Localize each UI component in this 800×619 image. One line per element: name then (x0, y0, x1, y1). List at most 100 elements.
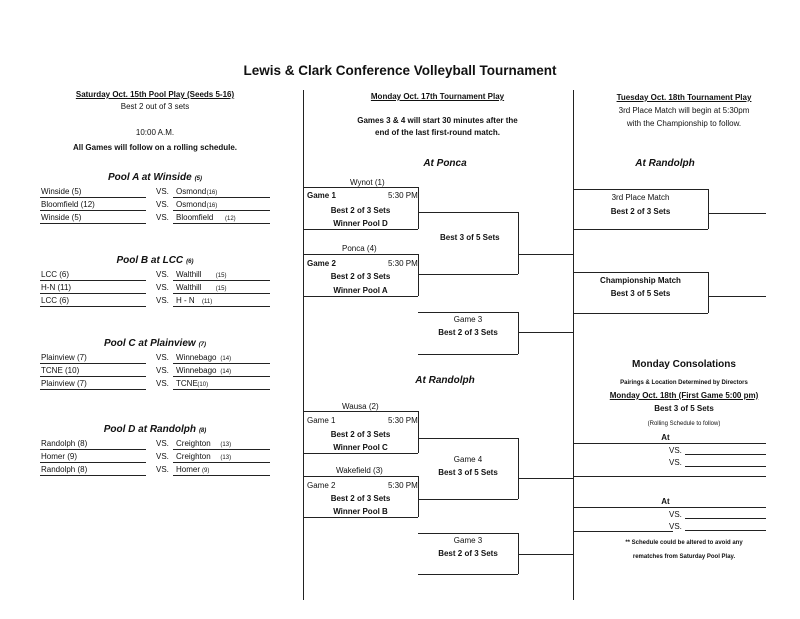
home-team: LCC (6) (41, 270, 70, 279)
vs-label: VS. (156, 213, 169, 222)
away-team: Winnebago (176, 366, 217, 375)
column-divider-right (573, 90, 574, 600)
away-team: Osmond (176, 187, 207, 196)
ponca-game2-label: Game 2 (307, 259, 336, 268)
pool-title: Pool D at Randolph(8) (40, 424, 270, 437)
consolations-vs-4: VS. (669, 522, 682, 531)
consolations-note-2: rematches from Saturday Pool Play. (632, 554, 736, 560)
randolph-top-team: Wausa (2) (342, 402, 379, 411)
ponca-game1-time: 5:30 PM (388, 191, 418, 200)
home-team: TCNE (10) (41, 366, 80, 375)
vs-label: VS. (156, 187, 169, 196)
vs-label: VS. (156, 353, 169, 362)
tuesday-heading: At Randolph (635, 158, 695, 169)
saturday-time: 10:00 A.M. (135, 128, 175, 137)
away-seed: (13) (220, 442, 232, 448)
vs-label: VS. (156, 452, 169, 461)
away-team: TCNE (176, 379, 198, 388)
tuesday-line-2: with the Championship to follow. (626, 119, 742, 128)
home-team: LCC (6) (41, 296, 70, 305)
away-seed: (12) (225, 216, 236, 222)
pool-seed: (5) (194, 176, 202, 182)
pool-game-row: H-N (11)VS.Walthill(15) (40, 282, 270, 294)
ponca-game1-format: Best 2 of 3 Sets (330, 206, 391, 215)
saturday-header: Saturday Oct. 15th Pool Play (Seeds 5-16… (75, 90, 235, 99)
ponca-top-team: Wynot (1) (350, 178, 385, 187)
home-team: Bloomfield (12) (41, 200, 95, 209)
page-title: Lewis & Clark Conference Volleyball Tour… (243, 63, 557, 78)
away-seed: (14) (220, 369, 232, 375)
randolph-monday-heading: At Randolph (415, 375, 475, 386)
away-seed: (15) (215, 273, 227, 279)
ponca-game2-format: Best 2 of 3 Sets (330, 272, 391, 281)
vs-label: VS. (156, 296, 169, 305)
ponca-game2-opponent: Winner Pool A (333, 286, 388, 295)
consolations-vs-1: VS. (669, 446, 682, 455)
away-seed: (16) (206, 203, 218, 209)
pool-title-text: Pool C at Plainview (103, 338, 196, 349)
away-team: Creighton (176, 439, 211, 448)
column-divider-left (303, 90, 304, 600)
randolph-game3-format: Best 2 of 3 Sets (438, 549, 498, 558)
ponca-game2-time: 5:30 PM (388, 259, 418, 268)
pool-game-row: LCC (6)VS.H - N(11) (40, 295, 270, 307)
pool-game-row: Homer (9)VS.Creighton(13) (40, 451, 270, 463)
randolph-game1-opponent: Winner Pool C (333, 443, 388, 452)
pool-seed: (6) (186, 259, 194, 265)
home-team: Winside (5) (41, 187, 82, 196)
pool-title: Pool C at Plainview(7) (40, 338, 270, 351)
vs-label: VS. (156, 283, 169, 292)
away-team: Walthill (176, 270, 202, 279)
vs-label: VS. (156, 366, 169, 375)
randolph-game2-time: 5:30 PM (388, 481, 418, 490)
home-team: H-N (11) (41, 283, 72, 292)
vs-label: VS. (156, 200, 169, 209)
vs-label: VS. (156, 379, 169, 388)
randolph-game2-format: Best 2 of 3 Sets (330, 494, 391, 503)
away-seed: (13) (220, 455, 232, 461)
away-seed: (10) (197, 382, 209, 388)
vs-label: VS. (156, 439, 169, 448)
consolations-format: Best 3 of 5 Sets (654, 404, 714, 413)
third-place-format: Best 2 of 3 Sets (610, 207, 671, 216)
ponca-game3-label: Game 3 (453, 315, 483, 324)
away-team: Creighton (176, 452, 211, 461)
randolph-game3-label: Game 3 (453, 536, 483, 545)
away-team: Osmond (176, 200, 207, 209)
ponca-heading: At Ponca (423, 158, 467, 169)
randolph-game1-label: Game 1 (307, 416, 336, 425)
consolations-pairings: Pairings & Location Determined by Direct… (620, 380, 748, 386)
consolations-rolling: (Rolling Schedule to follow) (647, 421, 721, 427)
randolph-mid-team: Wakefield (3) (336, 466, 383, 475)
tuesday-header: Tuesday Oct. 18th Tournament Play (616, 93, 752, 102)
consolations-vs-3: VS. (669, 510, 682, 519)
pool-game-row: Plainview (7) VS. TCNE(10) (40, 378, 270, 390)
ponca-game1-opponent: Winner Pool D (333, 219, 388, 228)
randolph-game4-label: Game 4 (453, 455, 483, 464)
pool-seed: (8) (198, 428, 207, 434)
consolations-date: Monday Oct. 18th (First Game 5:00 pm) (609, 391, 759, 400)
pool-game-row: Bloomfield (12) VS. Osmond(16) (40, 199, 270, 211)
away-seed: (11) (202, 299, 213, 305)
pool-seed: (7) (198, 342, 207, 348)
away-seed: (16) (206, 190, 218, 196)
third-place-label: 3rd Place Match (611, 193, 670, 202)
consolations-heading: Monday Consolations (632, 359, 736, 370)
saturday-format: Best 2 out of 3 sets (120, 102, 190, 111)
championship-format: Best 3 of 5 Sets (610, 289, 671, 298)
home-team: Randolph (8) (41, 439, 88, 448)
pool-game-row: Winside (5)VS.Bloomfield(12) (40, 212, 270, 224)
pool-title-text: Pool A at Winside (108, 172, 192, 183)
pool-game-row: Plainview (7)VS.Winnebago(14) (40, 352, 270, 364)
pool-title: Pool B at LCC(6) (40, 255, 270, 268)
home-team: Plainview (7) (41, 379, 87, 388)
randolph-game2-opponent: Winner Pool B (333, 507, 388, 516)
saturday-note: All Games will follow on a rolling sched… (72, 143, 238, 152)
consolations-vs-2: VS. (669, 458, 682, 467)
away-team: Homer (176, 465, 201, 474)
pool-game-row: Winside (5) VS. Osmond(16) (40, 186, 270, 198)
vs-label: VS. (156, 465, 169, 474)
ponca-game3-format: Best 2 of 3 Sets (438, 328, 498, 337)
home-team: Randolph (8) (41, 465, 88, 474)
ponca-game1-label: Game 1 (307, 191, 336, 200)
